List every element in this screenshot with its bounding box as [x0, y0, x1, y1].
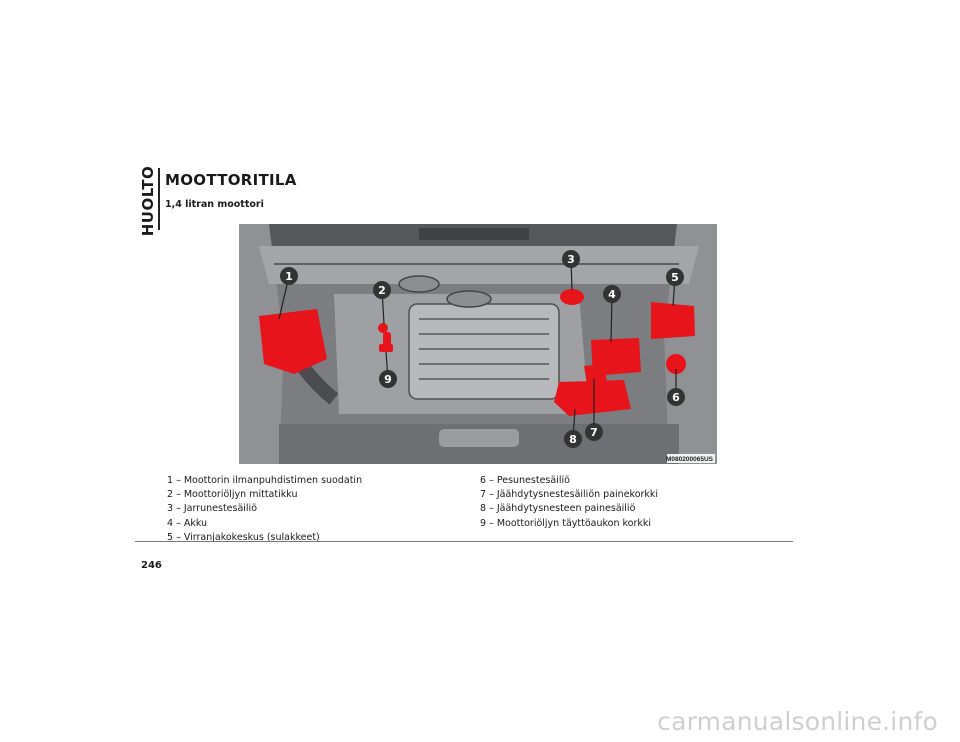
svg-text:2: 2 — [378, 284, 386, 297]
svg-text:3: 3 — [567, 253, 575, 266]
page-subtitle: 1,4 litran moottori — [165, 199, 264, 210]
page-title: MOOTTORITILA — [165, 171, 297, 189]
footer-rule — [135, 541, 793, 542]
legend-item: 6 – Pesunestesäiliö — [480, 475, 570, 486]
callout-7: 7 — [585, 379, 603, 441]
callout-4: 4 — [603, 285, 621, 343]
callout-9: 9 — [379, 351, 397, 388]
callout-8: 8 — [564, 408, 582, 448]
legend-right: 6 – Pesunestesäiliö 7 – Jäähdytysnestesä… — [480, 474, 658, 531]
watermark: carmanualsonline.info — [657, 707, 938, 736]
callout-5: 5 — [666, 268, 684, 307]
svg-text:8: 8 — [569, 433, 577, 446]
engine-illustration: 1 2 3 4 5 — [239, 224, 717, 464]
engine-compartment-figure: 1 2 3 4 5 — [239, 224, 717, 464]
callout-6: 6 — [667, 369, 685, 406]
figure-code: M080200065US — [666, 456, 714, 463]
legend-item: 4 – Akku — [167, 517, 208, 529]
legend-item: 1 – Moottorin ilmanpuhdistimen suodatin — [167, 475, 363, 486]
legend-item: 2 – Moottoriöljyn mittatikku — [167, 489, 298, 501]
callout-1: 1 — [278, 267, 298, 320]
svg-text:1: 1 — [285, 270, 293, 283]
section-side-tab: HUOLTO — [139, 166, 157, 237]
callout-2: 2 — [373, 281, 391, 325]
callout-markers: 1 2 3 4 5 — [278, 250, 685, 448]
svg-text:4: 4 — [608, 288, 616, 301]
legend-item: 8 – Jäähdytysnesteen painesäiliö — [480, 503, 636, 515]
legend-item: 9 – Moottoriöljyn täyttöaukon korkki — [480, 517, 652, 529]
svg-text:7: 7 — [590, 426, 598, 439]
svg-text:6: 6 — [672, 391, 680, 404]
legend-item: 3 – Jarrunestesäiliö — [167, 503, 258, 515]
callout-3: 3 — [562, 250, 580, 291]
legend-item: 5 – Virranjakokeskus (sulakkeet) — [167, 531, 320, 543]
side-tab-divider — [158, 168, 160, 230]
page-number: 246 — [141, 560, 162, 571]
legend-left: 1 – Moottorin ilmanpuhdistimen suodatin … — [167, 474, 362, 545]
svg-text:9: 9 — [384, 373, 392, 386]
svg-text:5: 5 — [671, 271, 679, 284]
legend-item: 7 – Jäähdytysnestesäiliön painekorkki — [480, 489, 659, 501]
section-side-tab-label: HUOLTO — [139, 165, 157, 237]
